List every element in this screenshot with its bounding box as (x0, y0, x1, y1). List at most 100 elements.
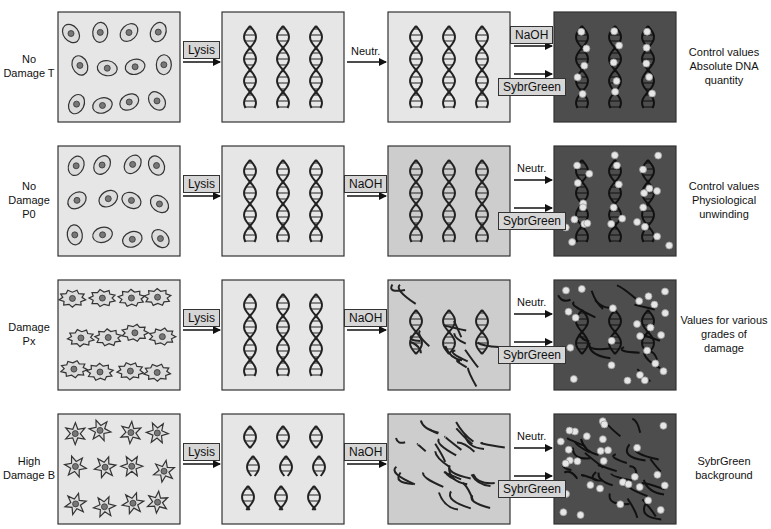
step-arrow (514, 207, 552, 209)
dna-strand (277, 160, 289, 242)
base-pair (278, 309, 288, 310)
sybr-dot (625, 481, 632, 488)
destroyed-cell (94, 497, 116, 517)
base-pair (443, 235, 455, 236)
base-pair (611, 349, 619, 350)
damaged-cell (144, 364, 171, 381)
dna-fragment (421, 420, 439, 432)
dna-strand (609, 26, 621, 108)
base-pair (310, 193, 322, 194)
base-pair (245, 175, 255, 176)
sybr-dot (634, 219, 641, 226)
panel (554, 12, 676, 122)
dna-fragment (391, 285, 405, 291)
sybr-dot (578, 28, 585, 35)
base-pair (448, 47, 450, 48)
base-pair (414, 29, 419, 30)
base-pair (248, 357, 253, 358)
dna-fragment (558, 295, 570, 300)
sybr-dot (636, 298, 643, 305)
base-pair (647, 181, 649, 182)
base-pair (314, 89, 319, 90)
nucleus (72, 431, 78, 437)
base-pair (246, 187, 254, 188)
panel (58, 146, 180, 256)
base-pair (581, 331, 583, 332)
sybr-dot (660, 422, 667, 429)
damaged-cell (61, 361, 88, 378)
base-pair (576, 193, 588, 194)
base-pair (280, 465, 292, 466)
base-pair (444, 241, 454, 242)
nucleus (99, 102, 105, 108)
step-arrow (514, 179, 552, 181)
sybr-dot (631, 473, 638, 480)
dna-fragment (454, 333, 466, 344)
nucleus (77, 62, 83, 68)
base-pair (278, 175, 288, 176)
dna-fragment (444, 325, 466, 330)
nucleus (126, 99, 132, 105)
dna-fragment (445, 346, 462, 360)
dna-strand (410, 160, 422, 242)
base-pair (249, 315, 251, 316)
cell (124, 57, 147, 76)
base-pair (312, 199, 320, 200)
base-pair (447, 223, 452, 224)
dna-strand (242, 486, 250, 510)
reagent-label: NaOH (349, 177, 382, 191)
cell (92, 22, 109, 43)
base-pair (277, 83, 289, 84)
base-pair (610, 107, 620, 108)
dna-fragment (644, 480, 664, 495)
base-pair (476, 101, 488, 102)
dna-fragment (598, 473, 612, 486)
sybr-dot (646, 74, 653, 81)
destroyed-cell (65, 456, 87, 477)
reagent-box: SybrGreen (498, 78, 566, 96)
base-pair (244, 351, 256, 352)
base-pair (281, 163, 286, 164)
base-pair (312, 53, 320, 54)
step-arrow (183, 195, 220, 197)
base-pair (445, 199, 453, 200)
panel-ground (58, 414, 180, 524)
base-pair (411, 241, 421, 242)
base-pair (312, 65, 320, 66)
panel-ground (222, 280, 344, 390)
base-pair (244, 217, 256, 218)
dna-strand (310, 294, 322, 376)
sybr-dot (615, 181, 622, 188)
base-pair (644, 53, 652, 54)
dna-strand (410, 160, 422, 242)
sybr-dot (563, 287, 570, 294)
base-pair (281, 357, 286, 358)
panel-ground (222, 146, 344, 256)
base-pair (311, 309, 321, 310)
dna-fragment (599, 465, 617, 471)
nucleus (97, 29, 103, 35)
base-pair (281, 223, 286, 224)
sybr-dot (637, 333, 644, 340)
base-pair (277, 169, 289, 170)
reagent-box: SybrGreen (498, 212, 566, 230)
nucleus (132, 64, 138, 70)
base-pair (279, 65, 287, 66)
base-pair (642, 59, 654, 60)
base-pair (312, 321, 320, 322)
nucleus (128, 430, 134, 436)
base-pair (311, 211, 321, 212)
sybr-dot (641, 223, 648, 230)
base-pair (245, 211, 255, 212)
dna-fragment (478, 343, 499, 347)
step-arrow (514, 447, 552, 449)
base-pair (481, 181, 483, 182)
sybr-dot (608, 337, 615, 344)
sybr-dot (645, 293, 652, 300)
base-pair (248, 429, 253, 430)
base-pair (411, 325, 421, 326)
reagent-box: Lysis (183, 41, 220, 59)
base-pair (443, 59, 455, 60)
sybr-dot (652, 360, 659, 367)
base-pair (249, 339, 251, 340)
